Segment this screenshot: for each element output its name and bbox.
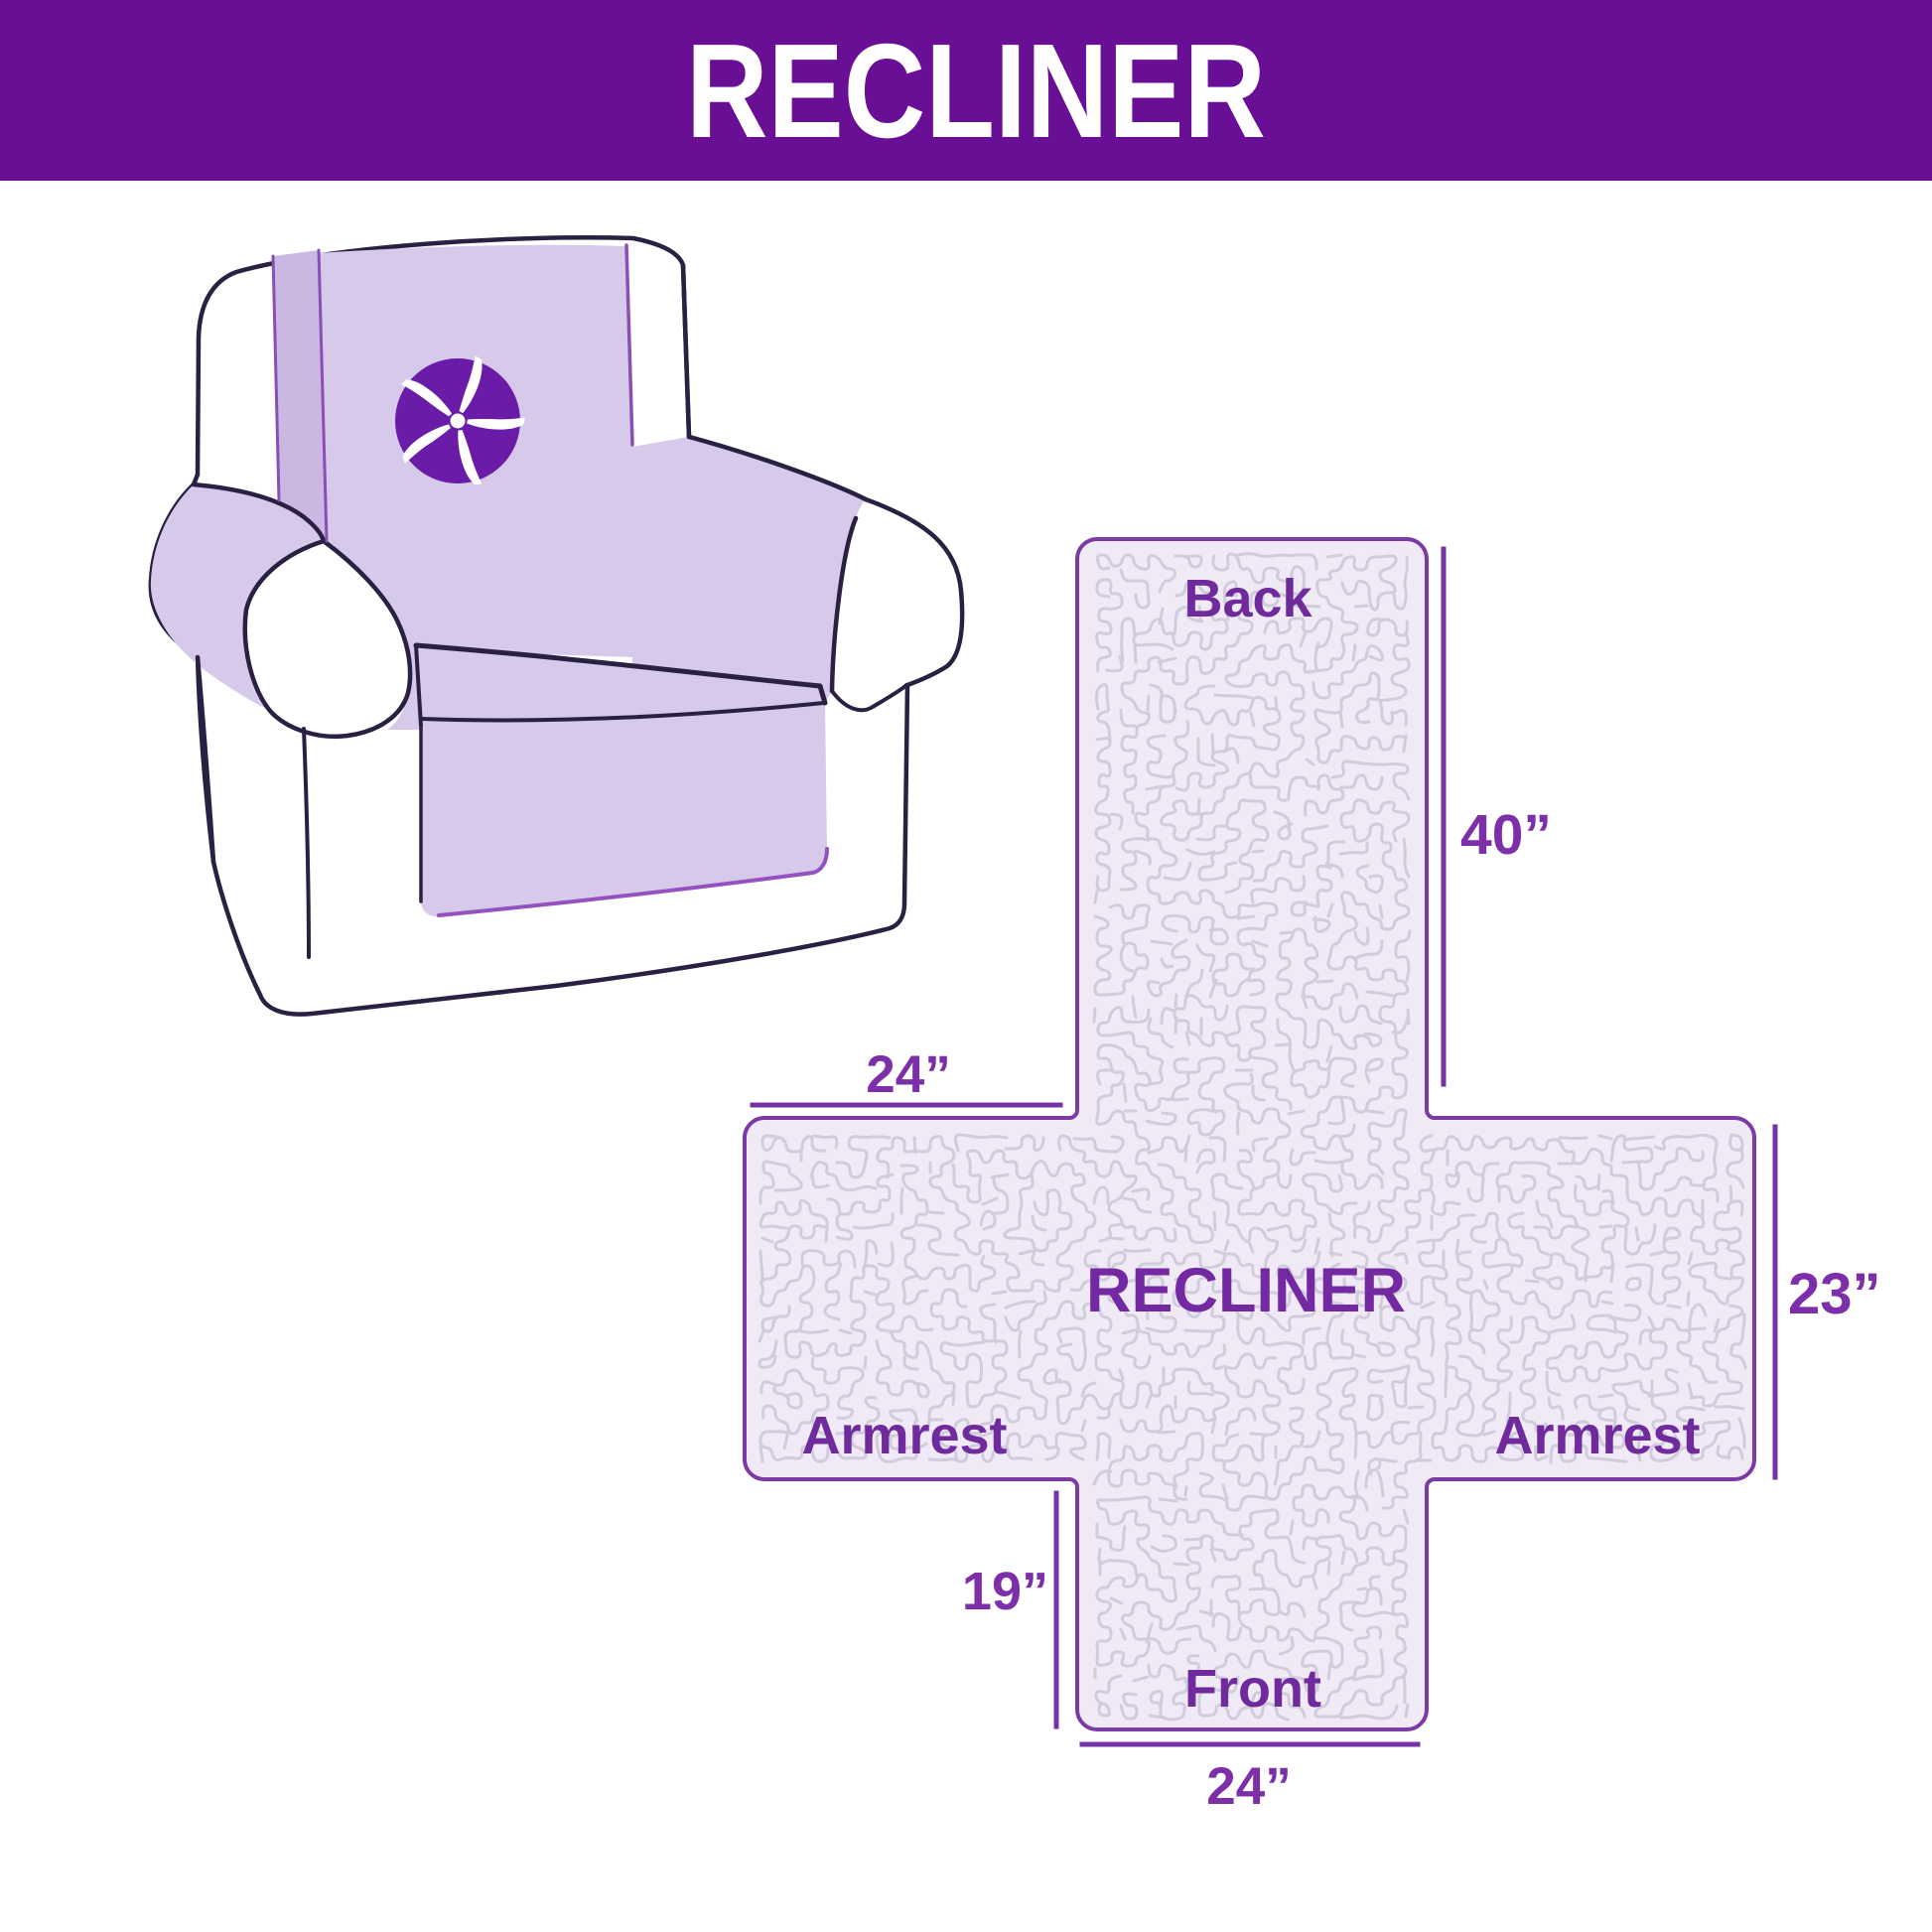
svg-text:Armrest: Armrest bbox=[801, 1406, 1007, 1465]
svg-text:RECLINER: RECLINER bbox=[686, 16, 1266, 166]
svg-text:23”: 23” bbox=[1788, 1262, 1881, 1326]
svg-text:Front: Front bbox=[1184, 1659, 1321, 1719]
svg-text:19”: 19” bbox=[962, 1562, 1048, 1621]
svg-text:40”: 40” bbox=[1460, 803, 1552, 867]
svg-text:RECLINER: RECLINER bbox=[1086, 1256, 1406, 1325]
svg-text:Back: Back bbox=[1183, 569, 1312, 628]
svg-text:24”: 24” bbox=[1206, 1757, 1291, 1816]
svg-text:Armrest: Armrest bbox=[1494, 1406, 1700, 1465]
svg-text:24”: 24” bbox=[866, 1045, 950, 1104]
